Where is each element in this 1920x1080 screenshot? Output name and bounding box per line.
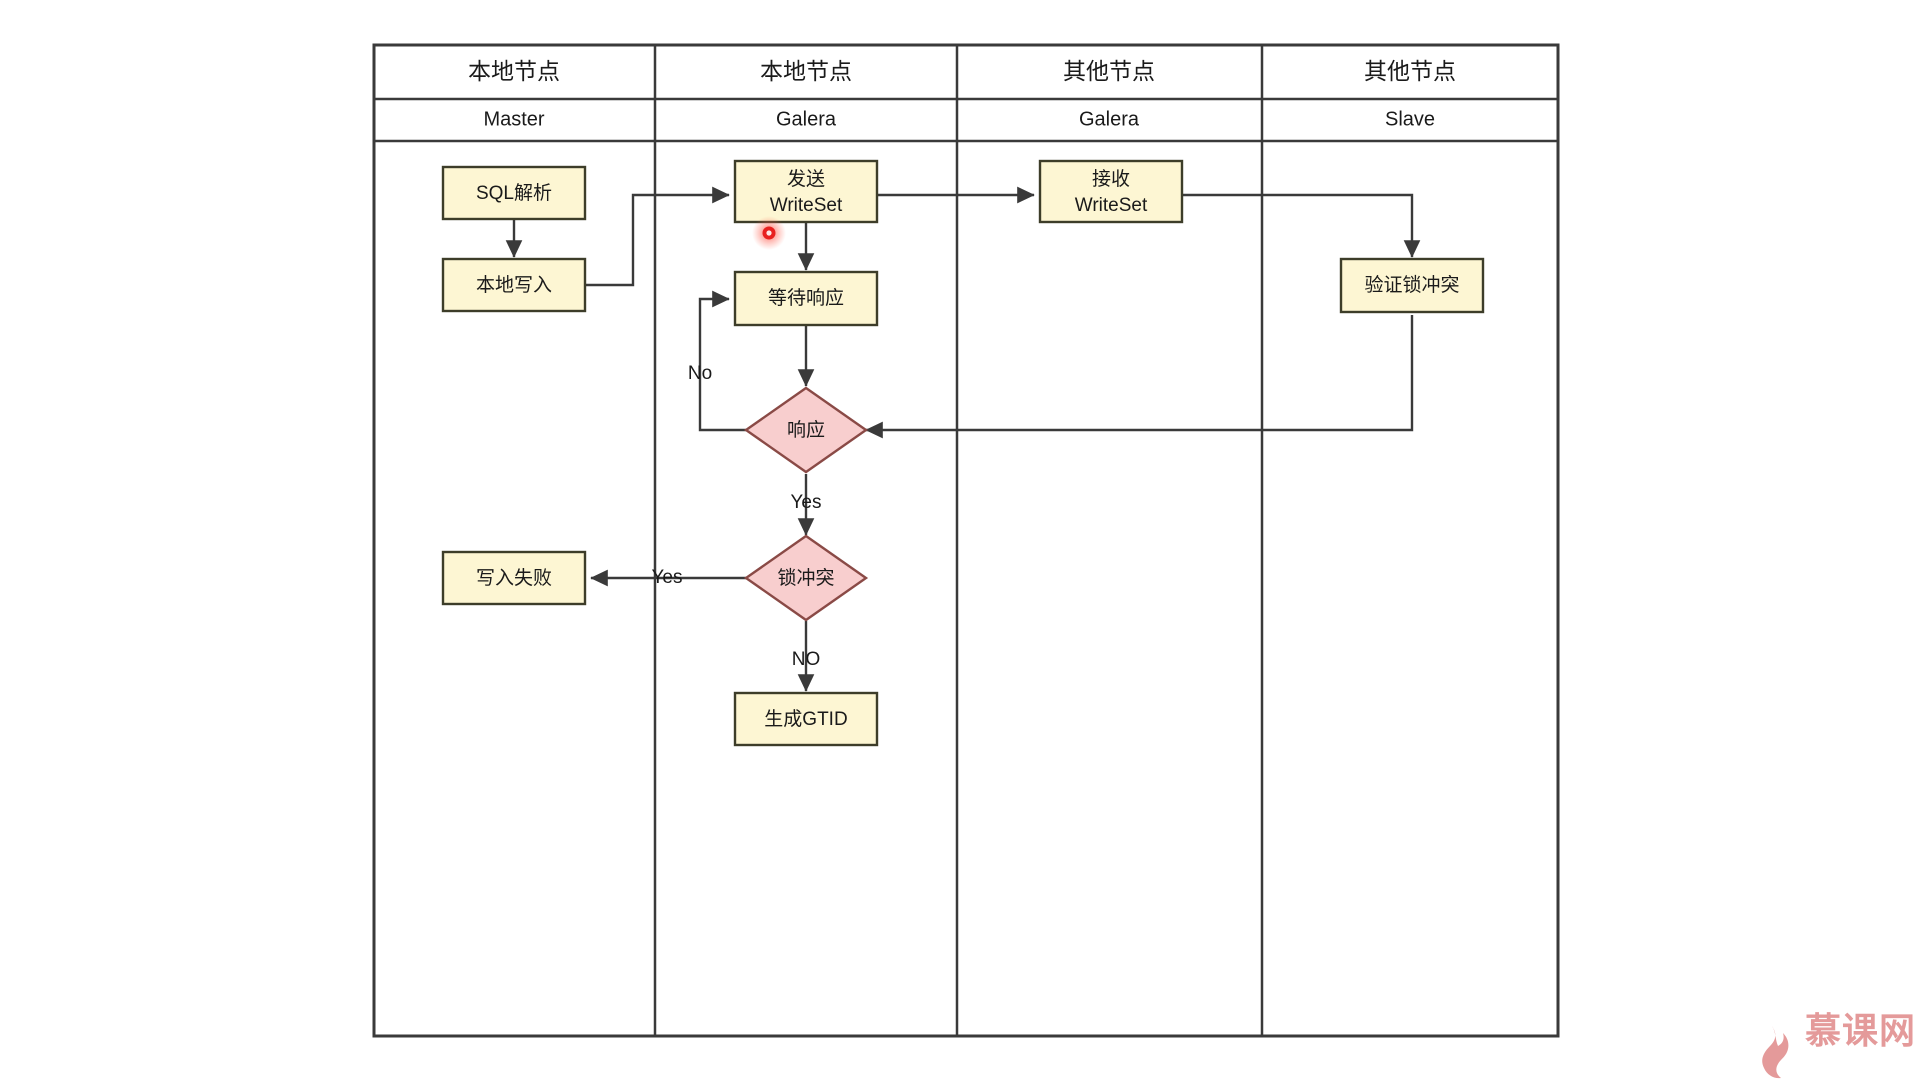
lane-sub-master: Master bbox=[483, 108, 544, 130]
node-verify-lock[interactable]: 验证锁冲突 bbox=[1339, 257, 1485, 314]
watermark: 慕课网 bbox=[1762, 1011, 1916, 1079]
lane-header-slave: 其他节点 bbox=[1364, 58, 1456, 84]
node-gen-gtid[interactable]: 生成GTID bbox=[733, 691, 879, 747]
node-response-decision-label: 响应 bbox=[787, 419, 825, 441]
edge-label-no-lockconflict: NO bbox=[792, 649, 821, 670]
node-lock-conflict-decision[interactable]: 锁冲突 bbox=[743, 534, 869, 622]
node-send-writeset-label-line1: 发送 bbox=[787, 168, 825, 190]
node-wait-response-label: 等待响应 bbox=[768, 287, 844, 309]
cursor-marker bbox=[752, 216, 786, 250]
lane-header-galera-2: 其他节点 bbox=[1063, 58, 1155, 84]
lane-sub-galera-1: Galera bbox=[776, 108, 837, 130]
edge-localwrite-to-sendwriteset bbox=[585, 186, 730, 287]
node-recv-writeset[interactable]: 接收 WriteSet bbox=[1038, 159, 1184, 224]
edge-response-no-to-waitresponse bbox=[698, 290, 748, 432]
node-lock-conflict-decision-label: 锁冲突 bbox=[777, 567, 834, 589]
edge-recvwriteset-to-verifylock bbox=[1182, 193, 1421, 258]
node-send-writeset-shape[interactable] bbox=[733, 159, 879, 224]
node-write-fail-shape[interactable] bbox=[441, 550, 587, 606]
edge-label-yes-lockconflict: Yes bbox=[652, 567, 683, 588]
connectors bbox=[505, 186, 1421, 692]
node-write-fail[interactable]: 写入失败 bbox=[441, 550, 587, 606]
node-verify-lock-shape[interactable] bbox=[1339, 257, 1485, 314]
lane-header-galera-1: 本地节点 bbox=[760, 58, 852, 84]
lane-sub-galera-2: Galera bbox=[1079, 108, 1140, 130]
node-local-write-label: 本地写入 bbox=[476, 274, 552, 296]
node-gen-gtid-label: 生成GTID bbox=[764, 708, 847, 730]
node-write-fail-label: 写入失败 bbox=[476, 567, 552, 589]
node-local-write[interactable]: 本地写入 bbox=[441, 257, 587, 313]
cursor-dot-inner bbox=[766, 230, 772, 236]
node-send-writeset[interactable]: 发送 WriteSet bbox=[733, 159, 879, 224]
node-lock-conflict-decision-shape[interactable] bbox=[743, 534, 869, 622]
watermark-label: 慕课网 bbox=[1805, 1011, 1916, 1052]
node-send-writeset-label-line2: WriteSet bbox=[770, 195, 843, 216]
swimlane-table: 本地节点 Master 本地节点 Galera 其他节点 Galera 其他节点… bbox=[372, 43, 1560, 1038]
edge-verifylock-to-response bbox=[865, 315, 1414, 439]
node-response-decision-shape[interactable] bbox=[743, 386, 869, 474]
node-recv-writeset-label-line1: 接收 bbox=[1092, 168, 1130, 190]
node-recv-writeset-shape[interactable] bbox=[1038, 159, 1184, 224]
lane-sub-slave: Slave bbox=[1385, 108, 1435, 130]
node-gen-gtid-shape[interactable] bbox=[733, 691, 879, 747]
node-wait-response-shape[interactable] bbox=[733, 270, 879, 327]
lane-header-master: 本地节点 bbox=[468, 58, 560, 84]
node-local-write-shape[interactable] bbox=[441, 257, 587, 313]
node-sql-parse-shape[interactable] bbox=[441, 165, 587, 221]
flame-icon bbox=[1762, 1026, 1789, 1079]
node-wait-response[interactable]: 等待响应 bbox=[733, 270, 879, 327]
edge-label-no-loop: No bbox=[688, 363, 712, 384]
node-verify-lock-label: 验证锁冲突 bbox=[1364, 274, 1459, 296]
node-sql-parse-label: SQL解析 bbox=[476, 182, 552, 204]
edge-labels: No Yes Yes NO bbox=[652, 363, 822, 670]
node-recv-writeset-label-line2: WriteSet bbox=[1075, 195, 1148, 216]
node-sql-parse[interactable]: SQL解析 bbox=[441, 165, 587, 221]
edge-label-yes-response: Yes bbox=[791, 492, 822, 513]
table-outer-border bbox=[372, 43, 1560, 1038]
node-response-decision[interactable]: 响应 bbox=[743, 386, 869, 474]
